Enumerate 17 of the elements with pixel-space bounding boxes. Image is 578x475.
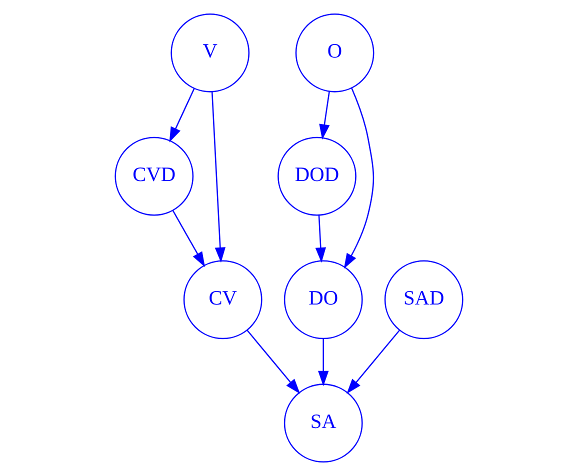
node-circle: CVD — [114, 136, 194, 216]
node-circle: CV — [183, 260, 262, 339]
node-circle: O — [295, 12, 374, 92]
node-circle: V — [170, 12, 250, 92]
arrow — [344, 87, 374, 268]
node-circle: SA — [284, 383, 363, 462]
arrow — [246, 329, 300, 394]
arrow — [211, 91, 226, 262]
arrow — [346, 329, 400, 394]
arrow — [315, 214, 326, 262]
node-circle: DOD — [278, 136, 356, 216]
arrow — [172, 210, 206, 267]
node-circle: DO — [284, 260, 363, 339]
arrow — [318, 338, 329, 386]
arrow — [319, 90, 330, 140]
node-circle: SAD — [384, 260, 464, 339]
arrow — [169, 88, 195, 142]
